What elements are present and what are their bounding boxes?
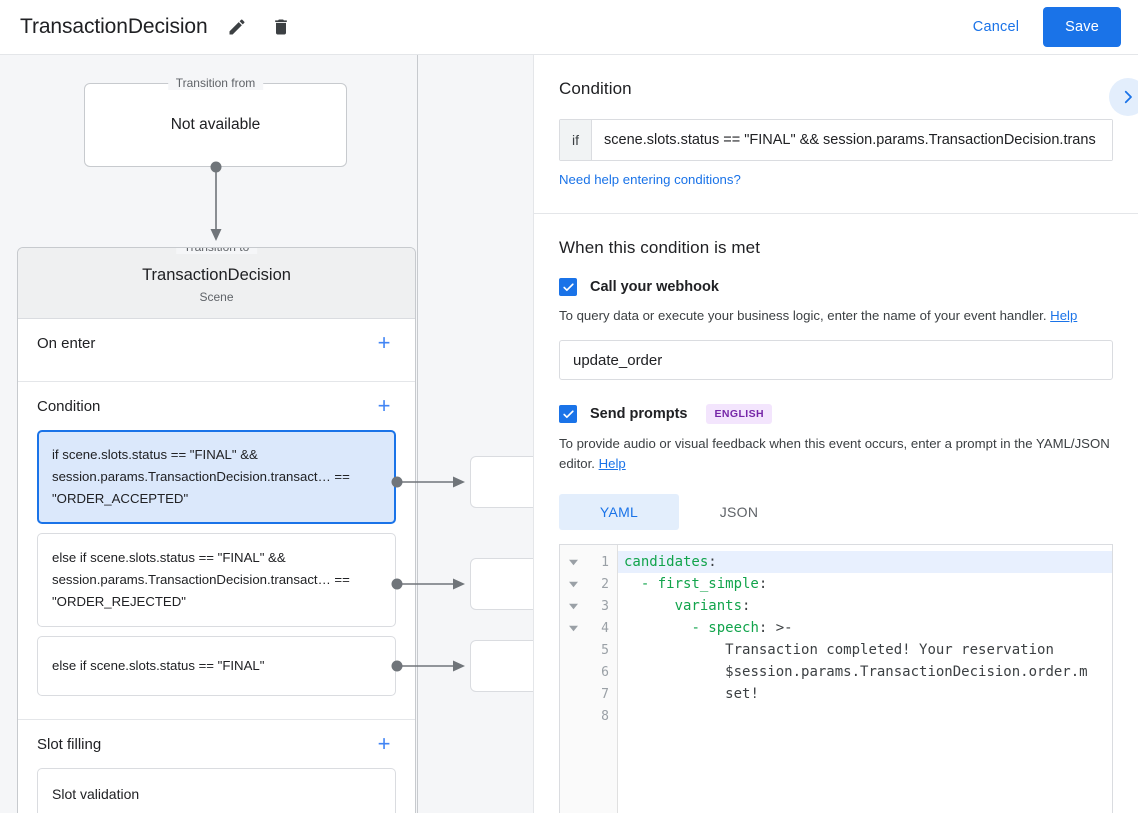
condition-expression-input[interactable] [592, 120, 1112, 160]
webhook-label: Call your webhook [590, 279, 719, 295]
transition-connector [210, 161, 222, 241]
editor-line-number: 2 [601, 576, 609, 592]
section-title-on-enter: On enter [37, 334, 96, 352]
editor-code-line[interactable]: - first_simple: [640, 576, 768, 592]
page-title: TransactionDecision [20, 15, 208, 38]
cancel-button[interactable]: Cancel [959, 10, 1033, 44]
prompts-description-text: To provide audio or visual feedback when… [559, 436, 1110, 471]
details-panel: Condition if Need help entering conditio… [533, 55, 1138, 813]
scene-canvas[interactable]: Transition from Not available Transition… [0, 55, 533, 813]
prompts-label: Send prompts [590, 406, 688, 422]
fold-triangle-icon[interactable] [560, 602, 586, 611]
pencil-icon[interactable] [222, 12, 252, 42]
editor-line-number: 5 [601, 642, 609, 658]
tab-yaml[interactable]: YAML [559, 494, 679, 530]
transition-from-value: Not available [170, 116, 261, 133]
target-node-card[interactable] [470, 456, 533, 508]
editor-code-line[interactable]: set! [725, 686, 759, 702]
editor-gutter-row: 4 [560, 617, 617, 639]
webhook-description: To query data or execute your business l… [559, 306, 1113, 326]
panel-condition-heading: Condition [559, 79, 632, 98]
section-title-slot-filling: Slot filling [37, 735, 102, 753]
section-slot-filling: Slot filling + Slot validation [18, 720, 415, 813]
section-title-condition: Condition [37, 397, 101, 415]
webhook-checkbox-row[interactable]: Call your webhook [559, 278, 1113, 296]
editor-format-tabs: YAML JSON [559, 494, 1113, 530]
transition-to-legend: Transition to [175, 248, 258, 254]
target-node-card[interactable] [470, 640, 533, 692]
scene-header[interactable]: TransactionDecision Scene [18, 248, 415, 319]
add-slot-filling-icon[interactable]: + [377, 731, 391, 756]
condition-card[interactable]: else if scene.slots.status == "FINAL" [37, 636, 396, 696]
tab-json[interactable]: JSON [719, 504, 759, 520]
editor-gutter-row: 5 [560, 639, 617, 661]
prompts-checkbox[interactable] [559, 405, 577, 423]
editor-gutter-row: 1 [560, 551, 617, 573]
editor-code-line[interactable]: variants: [674, 598, 751, 614]
editor-line-number: 1 [601, 554, 609, 570]
slot-validation-card[interactable]: Slot validation [37, 768, 396, 813]
section-on-enter: On enter + [18, 319, 415, 382]
section-head-condition: Condition + [37, 382, 396, 430]
add-condition-icon[interactable]: + [377, 393, 391, 418]
prompts-checkbox-row[interactable]: Send prompts ENGLISH [559, 404, 1113, 424]
editor-gutter-row: 3 [560, 595, 617, 617]
fold-triangle-icon[interactable] [560, 558, 586, 567]
when-met-heading: When this condition is met [559, 238, 761, 257]
panel-when-met-section: When this condition is met Call your web… [534, 214, 1138, 813]
editor-line-number: 3 [601, 598, 609, 614]
condition-edges [391, 476, 465, 672]
section-condition: Condition + if scene.slots.status == "FI… [18, 382, 415, 720]
editor-code-line[interactable]: $session.params.TransactionDecision.orde… [725, 664, 1088, 680]
editor-code-line[interactable]: candidates: [618, 551, 1112, 573]
canvas-column-divider [417, 55, 418, 813]
transition-from-legend: Transition from [167, 76, 264, 90]
editor-gutter-row: 7 [560, 683, 617, 705]
editor-gutter-row: 2 [560, 573, 617, 595]
scene-name: TransactionDecision [142, 266, 291, 284]
top-bar: TransactionDecision Cancel Save [0, 0, 1138, 55]
webhook-checkbox[interactable] [559, 278, 577, 296]
condition-card-selected[interactable]: if scene.slots.status == "FINAL" && sess… [37, 430, 396, 524]
editor-line-number: 7 [601, 686, 609, 702]
condition-help-link[interactable]: Need help entering conditions? [559, 172, 741, 187]
target-node-card[interactable] [470, 558, 533, 610]
editor-gutter[interactable]: 1 2 3 4 5 6 7 8 [560, 545, 618, 813]
scene-type: Scene [199, 290, 234, 304]
webhook-description-text: To query data or execute your business l… [559, 308, 1047, 323]
editor-line-number: 8 [601, 708, 609, 724]
transition-to-card: Transition to TransactionDecision Scene … [17, 247, 416, 813]
editor-gutter-row: 8 [560, 705, 617, 727]
panel-condition-section: Condition if Need help entering conditio… [534, 55, 1138, 214]
canvas-inner: Transition from Not available Transition… [0, 55, 533, 813]
condition-if-row: if [559, 119, 1113, 161]
condition-card[interactable]: else if scene.slots.status == "FINAL" &&… [37, 533, 396, 627]
if-label: if [560, 120, 592, 160]
editor-code-area[interactable]: candidates: - first_simple: variants: - … [618, 545, 1112, 813]
prompts-description: To provide audio or visual feedback when… [559, 434, 1113, 474]
yaml-editor[interactable]: 1 2 3 4 5 6 7 8 candidates: - first_simple: var… [559, 544, 1113, 813]
section-head-slot-filling: Slot filling + [37, 720, 396, 768]
editor-line-number: 4 [601, 620, 609, 636]
webhook-help-link[interactable]: Help [1050, 308, 1078, 323]
fold-triangle-icon[interactable] [560, 624, 586, 633]
transition-from-card[interactable]: Transition from Not available [84, 76, 347, 167]
editor-code-line[interactable]: Transaction completed! Your reservation [725, 642, 1054, 658]
language-badge: ENGLISH [706, 404, 772, 424]
prompts-help-link[interactable]: Help [598, 456, 626, 471]
editor-code-line[interactable]: - speech: >- [691, 620, 793, 636]
editor-gutter-row: 6 [560, 661, 617, 683]
fold-triangle-icon[interactable] [560, 580, 586, 589]
save-button[interactable]: Save [1043, 7, 1121, 47]
editor-code-line[interactable] [618, 705, 1112, 727]
chevron-right-icon[interactable] [1109, 78, 1138, 116]
webhook-handler-input[interactable] [559, 340, 1113, 380]
editor-line-number: 6 [601, 664, 609, 680]
section-head-on-enter: On enter + [37, 319, 396, 367]
add-on-enter-icon[interactable]: + [377, 330, 391, 355]
trash-icon[interactable] [266, 12, 296, 42]
